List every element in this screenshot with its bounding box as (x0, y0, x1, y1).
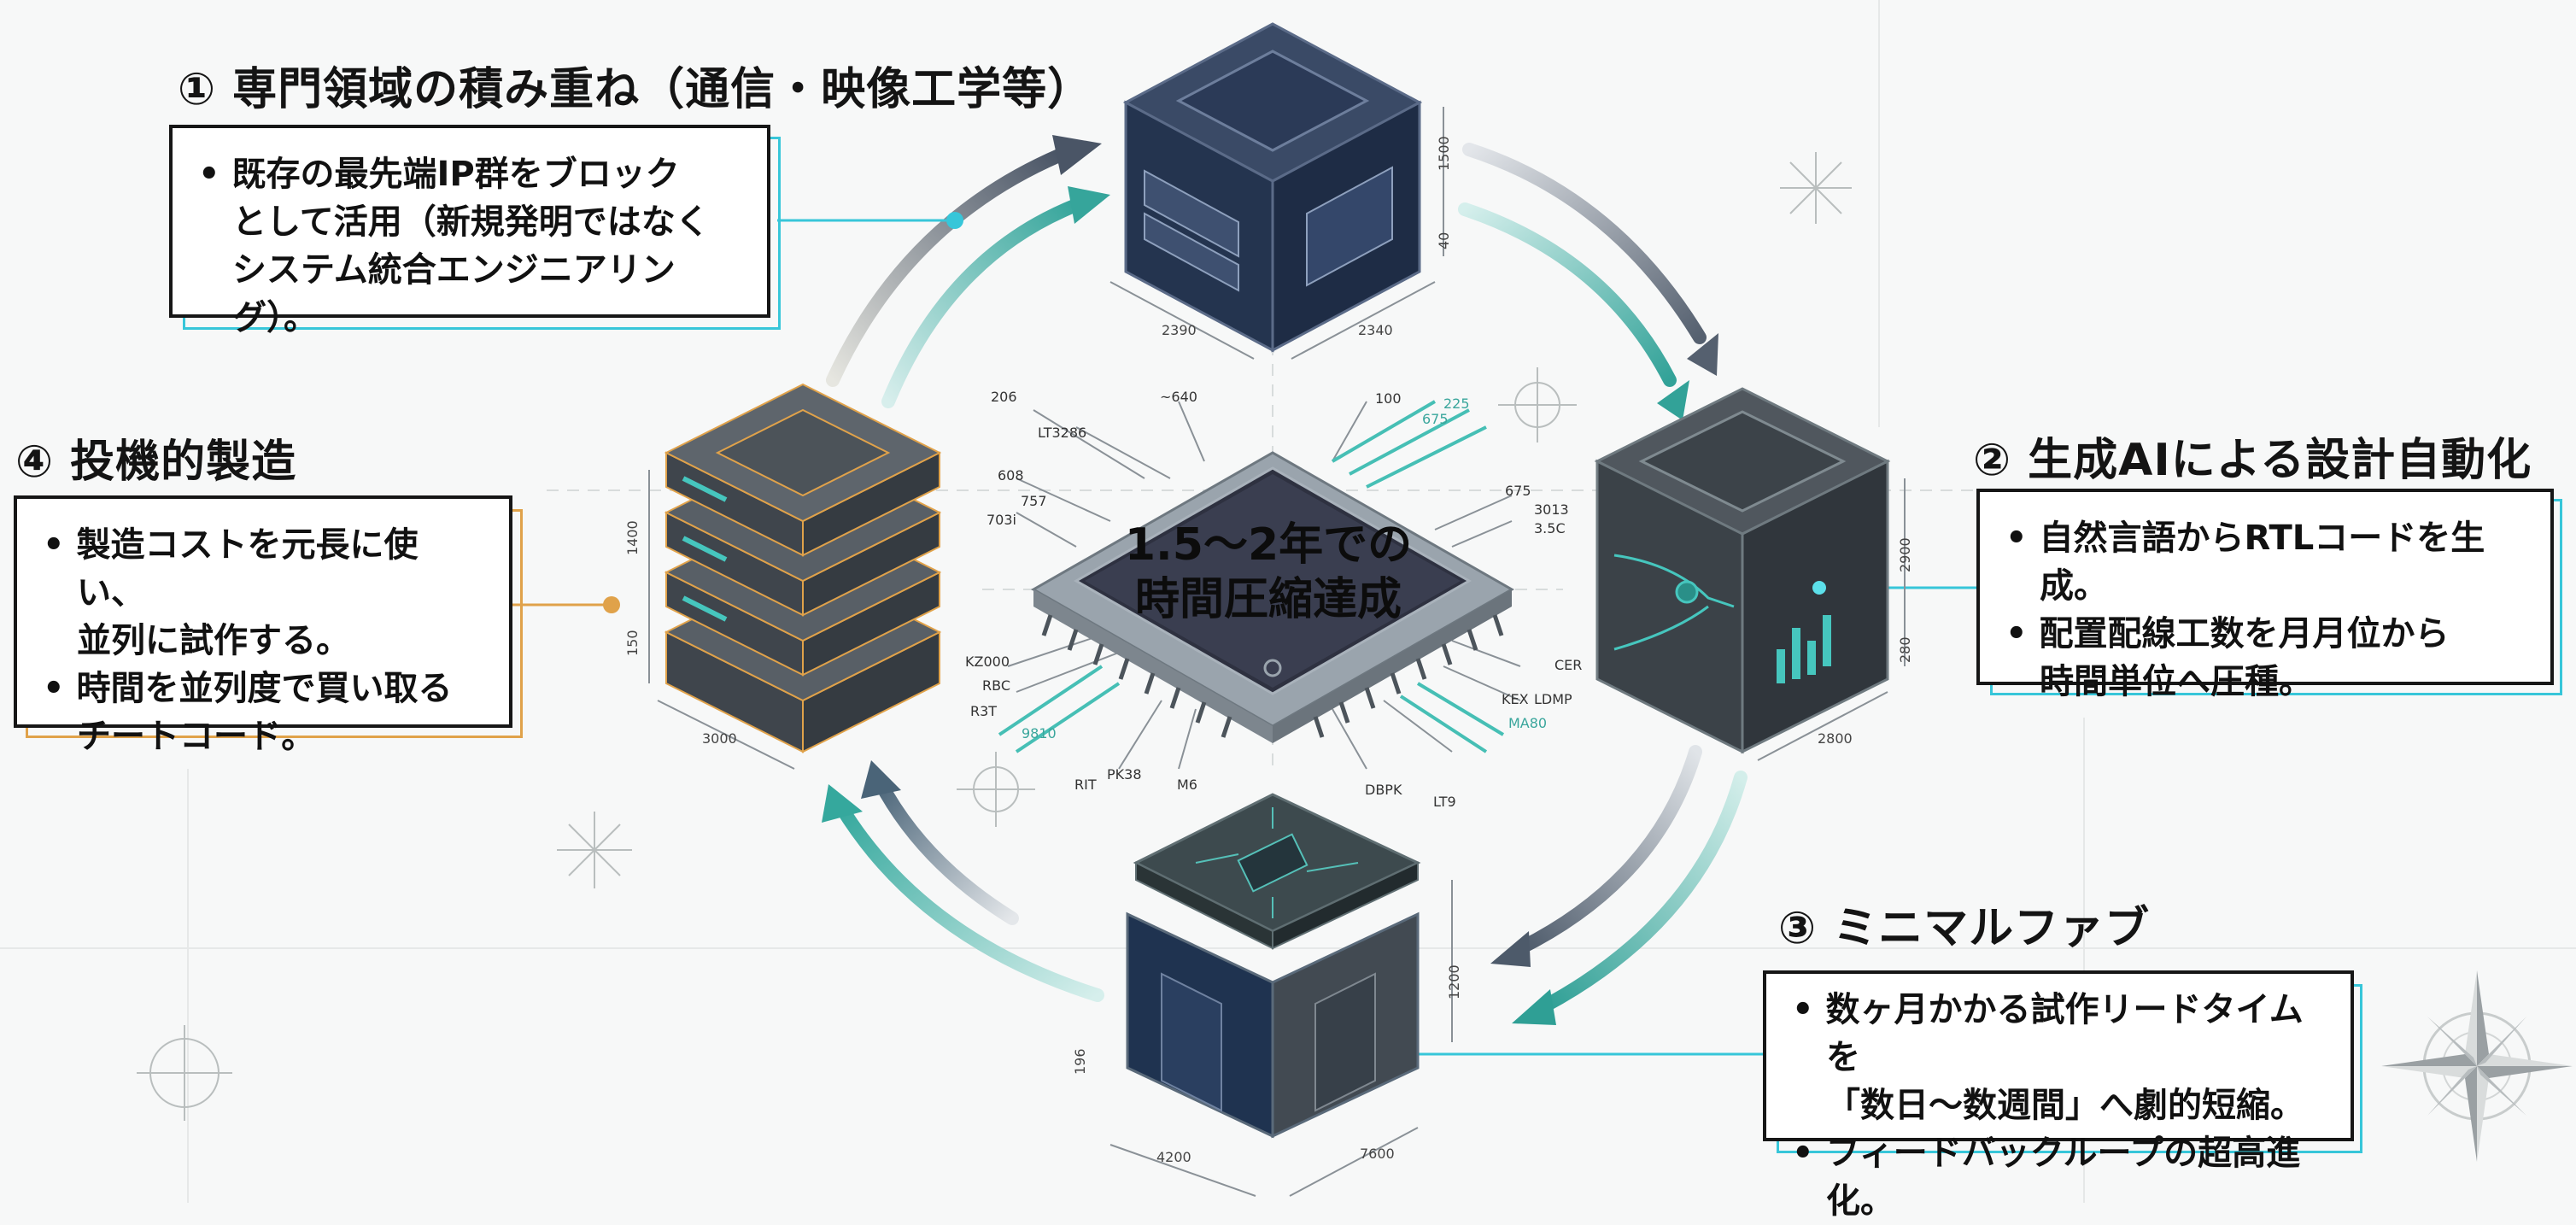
chip-callout-label: 675 (1422, 411, 1449, 427)
cube-speculative-stack (648, 383, 942, 770)
chip-callout-label: 225 (1443, 396, 1470, 412)
step-3-bullet: フィードバックループの超高進化。 (1792, 1129, 2325, 1225)
dimension-label: 1400 (624, 520, 641, 555)
step-3-bullet: 数ヶ月かかる試作リードタイムを 「数日〜数週間」へ劇的短縮。 (1792, 986, 2325, 1129)
dimension-label: 3000 (702, 730, 737, 747)
step-2-bullet-list: 自然言語からRTLコードを生成。 配置配線工数を月月位から 時間単位へ圧種。 (2005, 514, 2525, 706)
crosshair-icon (1498, 367, 1577, 443)
step-2-heading: ② 生成AIによる設計自動化 (1973, 435, 2532, 486)
cube-ip-blocks (1109, 22, 1444, 360)
step-4-bullet: 製造コストを元長に使い、 並列に試作する。 (43, 521, 483, 665)
chip-callout-label: 9810 (1022, 725, 1057, 741)
chip-callout-label: RIT (1074, 777, 1097, 793)
chip-callout-label: KZ000 (965, 654, 1010, 670)
center-title-line-2: 時間圧縮達成 (1134, 574, 1402, 625)
chip-callout-label: ~640 (1160, 389, 1197, 405)
step-4-bullet: 時間を並列度で買い取る チートコード。 (43, 665, 483, 760)
chip-callout-label: PK38 (1107, 766, 1142, 782)
cycle-arrow-4-to-1 (826, 135, 1110, 408)
chip-callout-labels: 206 LT3286 608 757 703i ~640 100 225 675… (965, 389, 1582, 810)
chip-callout-label: 703i (986, 512, 1016, 528)
cycle-arrow-1-to-2 (1458, 143, 1718, 420)
chip-callout-label: LDMP (1534, 691, 1572, 707)
chip-callout-label: 206 (991, 389, 1017, 405)
chip-callout-label: CER (1554, 657, 1582, 673)
cycle-arrow-3-to-4 (822, 760, 1104, 1002)
chip-callout-label: M6 (1177, 777, 1197, 793)
chip-callout-label: R3T (970, 703, 997, 719)
chip-callout-label: 3.5C (1534, 520, 1566, 536)
chip-callout-label: 757 (1021, 493, 1047, 509)
step-4-box: 製造コストを元長に使い、 並列に試作する。 時間を並列度で買い取る チートコード… (14, 495, 512, 756)
chip-callout-label: MA80 (1508, 715, 1547, 731)
step-3-bullet-list: 数ヶ月かかる試作リードタイムを 「数日〜数週間」へ劇的短縮。 フィードバックルー… (1792, 986, 2325, 1225)
chip-callout-label: KEX (1502, 691, 1529, 707)
central-chip (998, 400, 1521, 770)
dimension-label: 1500 (1436, 136, 1452, 171)
step-2-bullet: 自然言語からRTLコードを生成。 (2005, 514, 2525, 610)
dimension-label: 2340 (1358, 322, 1393, 338)
chip-callout-label: 100 (1375, 390, 1402, 407)
chip-callout-label: 675 (1505, 483, 1531, 499)
cube-minimal-fab (1109, 793, 1453, 1197)
step-1-bullet: 既存の最先端IP群をブロック として活用（新規発明ではなく システム統合エンジニ… (198, 150, 741, 342)
dimension-labels: 1500 40 2340 2390 2900 280 2800 1200 196… (624, 136, 1913, 1165)
cycle-arrow-2-to-3 (1490, 745, 1748, 1025)
dimension-label: 2900 (1897, 537, 1913, 572)
sparkle-icon (557, 812, 632, 888)
chip-callout-label: 608 (998, 467, 1024, 484)
dimension-label: 196 (1072, 1048, 1088, 1075)
step-2-box: 自然言語からRTLコードを生成。 配置配線工数を月月位から 時間単位へ圧種。 (1976, 489, 2554, 701)
dimension-label: 7600 (1360, 1146, 1395, 1162)
center-title: 1.5〜2年での 時間圧縮達成 (1085, 518, 1452, 627)
dimension-label: 1200 (1446, 964, 1462, 999)
dimension-label: 280 (1897, 636, 1913, 663)
step-4-heading: ④ 投機的製造 (15, 437, 297, 488)
sparkle-icon (1780, 152, 1852, 224)
dimension-label: 150 (624, 630, 641, 656)
step-3-heading: ③ ミニマルファブ (1778, 903, 2151, 954)
chip-callout-label: DBPK (1365, 782, 1402, 798)
dimension-label: 2390 (1162, 322, 1197, 338)
dimension-label: 40 (1436, 232, 1452, 249)
step-1-heading: ① 専門領域の積み重ね（通信・映像工学等） (178, 64, 1093, 115)
center-title-line-1: 1.5〜2年での (1124, 519, 1413, 571)
dimension-label: 2800 (1818, 730, 1853, 747)
chip-callout-label: 3013 (1534, 501, 1569, 518)
step-4-bullet-list: 製造コストを元長に使い、 並列に試作する。 時間を並列度で買い取る チートコード… (43, 521, 483, 760)
step-1-bullet-list: 既存の最先端IP群をブロック として活用（新規発明ではなく システム統合エンジニ… (198, 150, 741, 342)
chip-callout-label: RBC (982, 677, 1010, 694)
dimension-label: 4200 (1156, 1149, 1191, 1165)
cube-ai-design (1594, 387, 1906, 761)
step-1-box: 既存の最先端IP群をブロック として活用（新規発明ではなく システム統合エンジニ… (169, 125, 770, 337)
crosshair-icon (957, 752, 1035, 827)
chip-callout-label: LT3286 (1038, 425, 1086, 441)
step-2-bullet: 配置配線工数を月月位から 時間単位へ圧種。 (2005, 610, 2525, 706)
crosshair-icon (137, 1025, 232, 1121)
chip-callout-label: LT9 (1433, 794, 1456, 810)
compass-rose-icon (2381, 970, 2573, 1162)
step-3-box: 数ヶ月かかる試作リードタイムを 「数日〜数週間」へ劇的短縮。 フィードバックルー… (1763, 970, 2354, 1221)
